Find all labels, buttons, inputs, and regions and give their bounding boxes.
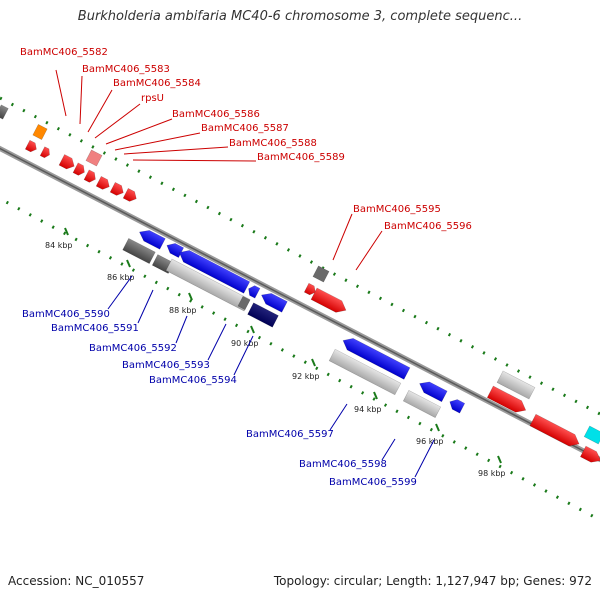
gene-label-forward[interactable]: BamMC406_5589 <box>257 152 345 163</box>
gene-arrow[interactable] <box>310 287 349 316</box>
gene-arrow[interactable] <box>246 284 261 299</box>
gene-arrow[interactable] <box>402 390 442 418</box>
leader-line <box>105 118 173 145</box>
leader-line <box>381 438 396 461</box>
gene-arrow[interactable] <box>0 104 9 120</box>
leader-line <box>137 289 154 324</box>
tick-mark <box>250 325 255 334</box>
leader-line <box>332 213 353 261</box>
accession-text: Accession: NC_010557 <box>8 574 145 588</box>
gene-label-forward[interactable]: BamMC406_5588 <box>229 138 317 149</box>
leader-line <box>123 146 229 155</box>
gene-label-reverse[interactable]: BamMC406_5598 <box>299 459 387 470</box>
gene-label-reverse[interactable]: BamMC406_5597 <box>246 429 334 440</box>
gene-label-forward[interactable]: BamMC406_5596 <box>384 221 472 232</box>
gene-labels[interactable]: BamMC406_5582BamMC406_5583BamMC406_5584r… <box>20 47 472 488</box>
leader-line <box>55 69 67 117</box>
gene-arrow[interactable] <box>85 149 103 167</box>
label-leaders <box>55 69 435 478</box>
gene-arrow[interactable] <box>122 188 139 203</box>
gene-label-reverse[interactable]: BamMC406_5593 <box>122 360 210 371</box>
gene-label-reverse[interactable]: BamMC406_5592 <box>89 343 177 354</box>
gene-arrow[interactable] <box>83 169 98 184</box>
tick-mark <box>435 423 440 432</box>
gene-label-reverse[interactable]: BamMC406_5594 <box>149 375 237 386</box>
gene-arrow[interactable] <box>583 425 600 445</box>
dotted-guide-1 <box>0 96 600 416</box>
gene-arrow[interactable] <box>165 258 251 312</box>
gene-arrow[interactable] <box>72 162 87 177</box>
gene-label-forward[interactable]: BamMC406_5582 <box>20 47 108 58</box>
gene-arrow[interactable] <box>109 182 126 197</box>
dotted-guide-2 <box>0 196 600 522</box>
leader-line <box>355 230 383 271</box>
leader-line <box>114 132 201 151</box>
gene-arrow[interactable] <box>32 124 48 140</box>
gene-label-forward[interactable]: BamMC406_5584 <box>113 78 201 89</box>
gene-arrow[interactable] <box>328 348 402 396</box>
gene-arrow[interactable] <box>580 445 600 466</box>
gene-arrow[interactable] <box>39 146 52 160</box>
leader-line <box>87 89 113 133</box>
gene-arrow[interactable] <box>340 335 411 380</box>
leader-line <box>132 159 257 162</box>
tick-label: 88 kbp <box>169 306 197 315</box>
gene-arrow[interactable] <box>237 295 251 311</box>
tick-mark <box>188 292 193 301</box>
map-title: Burkholderia ambifaria MC40-6 chromosome… <box>77 9 523 24</box>
gene-arrow[interactable] <box>447 397 466 414</box>
gene-label-forward[interactable]: BamMC406_5595 <box>353 204 441 215</box>
tick-mark <box>373 391 378 400</box>
tick-label: 96 kbp <box>416 437 444 446</box>
gene-label-forward[interactable]: BamMC406_5586 <box>172 109 260 120</box>
gene-label-reverse[interactable]: BamMC406_5591 <box>51 323 139 334</box>
leader-line <box>329 403 348 431</box>
backbone-inner-line <box>0 147 600 461</box>
tick-mark <box>126 259 131 268</box>
leader-line <box>107 275 133 310</box>
tick-label: 98 kbp <box>478 469 506 478</box>
gene-arrow[interactable] <box>417 378 448 403</box>
gene-arrow[interactable] <box>176 247 251 294</box>
topology-summary: Topology: circular; Length: 1,127,947 bp… <box>273 574 592 588</box>
gene-label-forward[interactable]: BamMC406_5587 <box>201 123 289 134</box>
tick-label: 90 kbp <box>231 339 259 348</box>
gene-arrow[interactable] <box>58 154 77 171</box>
gene-arrow[interactable] <box>312 265 330 283</box>
gene-arrow[interactable] <box>259 290 288 313</box>
gene-label-forward[interactable]: BamMC406_5583 <box>82 64 170 75</box>
gene-arrow[interactable] <box>486 385 528 416</box>
tick-label: 86 kbp <box>107 273 135 282</box>
tick-label: 94 kbp <box>354 405 382 414</box>
dotted-guides <box>0 96 600 522</box>
leader-line <box>233 335 254 376</box>
gene-arrow[interactable] <box>529 413 582 449</box>
leader-line <box>207 323 227 361</box>
leader-line <box>94 103 141 139</box>
gene-arrow[interactable] <box>24 139 38 153</box>
gene-label-reverse[interactable]: BamMC406_5590 <box>22 309 110 320</box>
gene-label-reverse[interactable]: BamMC406_5599 <box>329 477 417 488</box>
tick-mark <box>497 455 502 464</box>
scale-ticks: 84 kbp 86 kbp 88 kbp 90 kbp 92 kbp 94 kbp 96 k… <box>45 227 506 478</box>
tick-mark <box>311 358 316 367</box>
leader-line <box>175 315 188 344</box>
leader-line <box>79 75 83 125</box>
gene-arrow[interactable] <box>303 282 317 296</box>
leader-line <box>414 439 435 478</box>
tick-label: 84 kbp <box>45 241 73 250</box>
tick-mark <box>64 227 69 236</box>
tick-label: 92 kbp <box>292 372 320 381</box>
gene-arrow[interactable] <box>95 176 112 191</box>
gene-arrow[interactable] <box>164 240 184 258</box>
gene-features[interactable] <box>0 104 600 466</box>
gene-arrow[interactable] <box>137 227 166 250</box>
gene-arrow[interactable] <box>122 237 156 265</box>
gene-arrow[interactable] <box>247 302 279 328</box>
gene-arrow[interactable] <box>496 370 536 400</box>
gene-label-forward[interactable]: rpsU <box>141 93 164 104</box>
